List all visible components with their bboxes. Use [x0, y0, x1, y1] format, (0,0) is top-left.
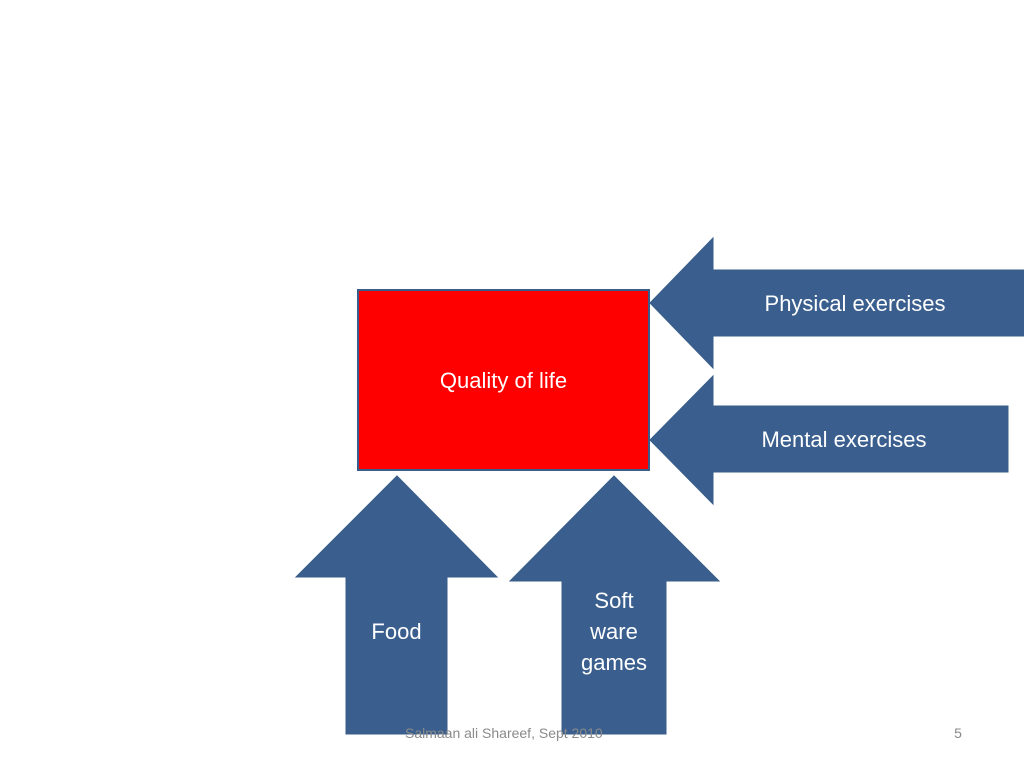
quality-of-life-box [357, 289, 650, 471]
footer-author: Salmaan ali Shareef, Sept 2010 [405, 725, 603, 741]
quality-of-life-label: Quality of life [439, 368, 568, 393]
physical-exercises-arrow [649, 236, 1024, 370]
software-games-label: Soft ware games [580, 588, 648, 675]
food-label: Food [371, 619, 422, 644]
software-games-arrow [508, 475, 721, 735]
physical-exercises-label: Physical exercises [764, 291, 946, 316]
mental-exercises-label: Mental exercises [761, 427, 927, 452]
mental-exercises-arrow [649, 374, 1009, 506]
slide-number: 5 [954, 725, 962, 741]
food-arrow [294, 475, 499, 735]
